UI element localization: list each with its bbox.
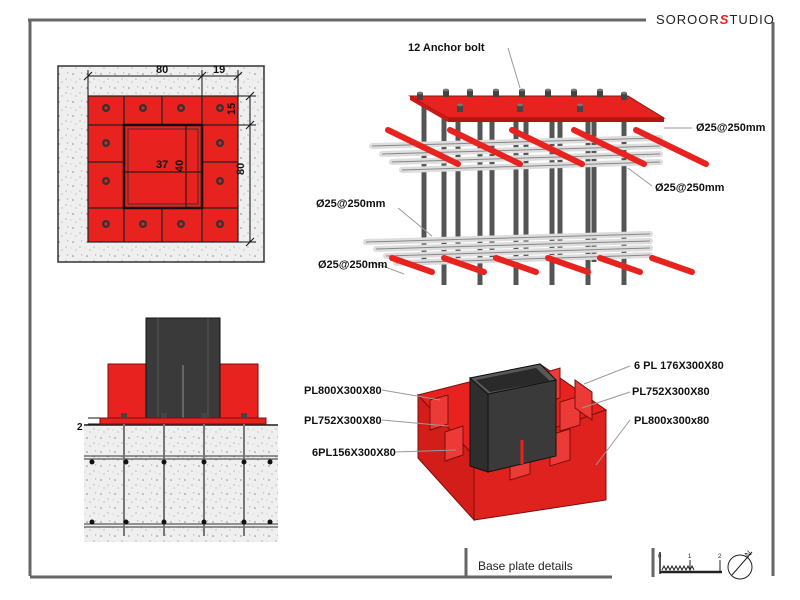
- rebar-dot: [201, 459, 207, 465]
- anchor-bolt-icon: [519, 88, 525, 97]
- scale-tick-2: 2: [718, 554, 722, 560]
- dim-inner-40: 40: [174, 160, 186, 172]
- anchor-bolt-icon: [139, 104, 147, 112]
- anchor-bolt-icon: [161, 413, 167, 536]
- rebar-dot: [89, 459, 95, 465]
- anchor-bolt-icon: [216, 139, 224, 147]
- brand-text-left: Soroor: [656, 12, 720, 27]
- anchor-bolt-icon: [571, 88, 577, 97]
- rebar-bar: [447, 127, 523, 167]
- bar-label-1: Ø25@250mm: [696, 122, 766, 134]
- rebar-bar: [493, 255, 539, 275]
- rebar-bar: [389, 255, 435, 275]
- plan-view: 80 19 15 80 37 40: [57, 64, 265, 263]
- scale-bar: 0 1 2: [658, 552, 722, 574]
- bar-label-4: Ø25@250mm: [318, 259, 388, 271]
- anchor-bolt-icon: [493, 88, 499, 97]
- sheet-frame: [28, 18, 775, 579]
- rebar-bar: [571, 127, 647, 167]
- rebar-bar: [441, 255, 487, 275]
- anchor-bolt-icon: [201, 413, 207, 536]
- scale-tick-0: 0: [658, 554, 662, 560]
- anchor-bolt-icon: [457, 103, 463, 112]
- anchor-bolt-icon: [216, 104, 224, 112]
- iso-rebar-view: 12 Anchor bolt Ø25@250mm Ø25@250mm Ø25@2…: [316, 42, 766, 285]
- plan-anchor-bolts: [102, 104, 224, 228]
- dim-top-19: 19: [213, 64, 225, 76]
- rebar-dot: [241, 519, 247, 525]
- dim-inner-37: 37: [156, 159, 168, 171]
- dim-right-15: 15: [226, 103, 238, 115]
- rebar-bar: [597, 255, 643, 275]
- brand-logo: SoroorStudio: [656, 12, 775, 27]
- brand-text-right: tudio: [729, 12, 775, 27]
- rebar-bar: [385, 127, 461, 167]
- bar-label-2: Ø25@250mm: [655, 182, 725, 194]
- rebar-dot: [201, 519, 207, 525]
- brand-mark: S: [719, 12, 730, 27]
- anchor-bolt-icon: [102, 104, 110, 112]
- rebar-dot: [161, 519, 167, 525]
- anchor-bolt-icon: [102, 139, 110, 147]
- anchor-bolt-icon: [417, 91, 423, 100]
- anchor-bolt-label: 12 Anchor bolt: [408, 42, 485, 54]
- plate-label-right-3: PL800x300x80: [634, 415, 709, 427]
- anchor-bolt-icon: [102, 220, 110, 228]
- rebar-dot: [267, 519, 273, 525]
- anchor-bolt-icon: [121, 413, 127, 536]
- plate-label-right-1: 6 PL 176X300X80: [634, 360, 724, 372]
- bar-label-3: Ø25@250mm: [316, 198, 386, 210]
- anchor-bolt-icon: [177, 220, 185, 228]
- anchor-bolt-icon: [216, 177, 224, 185]
- anchor-bolt-icon: [597, 88, 603, 97]
- anchor-bolt-icon: [577, 103, 583, 112]
- plate-label-left-1: PL800X300X80: [304, 385, 382, 397]
- rebar-dot: [241, 459, 247, 465]
- rebar-dot: [89, 519, 95, 525]
- iso-plate-view: PL800X300X80 PL752X300X80 6PL156X300X80 …: [304, 360, 724, 522]
- plate-label-left-2: PL752X300X80: [304, 415, 382, 427]
- anchor-bolt-icon: [177, 104, 185, 112]
- anchor-bolt-icon: [241, 413, 247, 536]
- anchor-bolt-icon: [467, 88, 473, 97]
- anchor-bolt-icon: [102, 177, 110, 185]
- north-label: N: [743, 549, 754, 560]
- anchor-bolt-icon: [545, 88, 551, 97]
- rebar-bar: [633, 127, 709, 167]
- rebar-bar: [649, 255, 695, 275]
- anchor-bolt-icon: [216, 220, 224, 228]
- anchor-bolt-icon: [517, 103, 523, 112]
- drawing-title: Base plate details: [478, 559, 573, 573]
- plate-label-left-3: 6PL156X300X80: [312, 447, 396, 459]
- rebar-bar: [545, 255, 591, 275]
- north-arrow-icon: N: [727, 549, 754, 580]
- rebar-dot: [123, 519, 129, 525]
- plate-label-right-2: PL752X300X80: [632, 386, 710, 398]
- section-view: 2: [77, 317, 278, 542]
- rebar-dot: [161, 459, 167, 465]
- anchor-bolt-icon: [139, 220, 147, 228]
- section-dim-2: 2: [77, 422, 83, 433]
- scale-tick-1: 1: [688, 554, 692, 560]
- rebar-dot: [267, 459, 273, 465]
- dim-right-80: 80: [235, 163, 247, 175]
- anchor-bolt-icon: [621, 91, 627, 100]
- dim-top-80: 80: [156, 64, 168, 76]
- rebar-dot: [123, 459, 129, 465]
- anchor-bolt-icon: [443, 88, 449, 97]
- rebar-bar: [509, 127, 585, 167]
